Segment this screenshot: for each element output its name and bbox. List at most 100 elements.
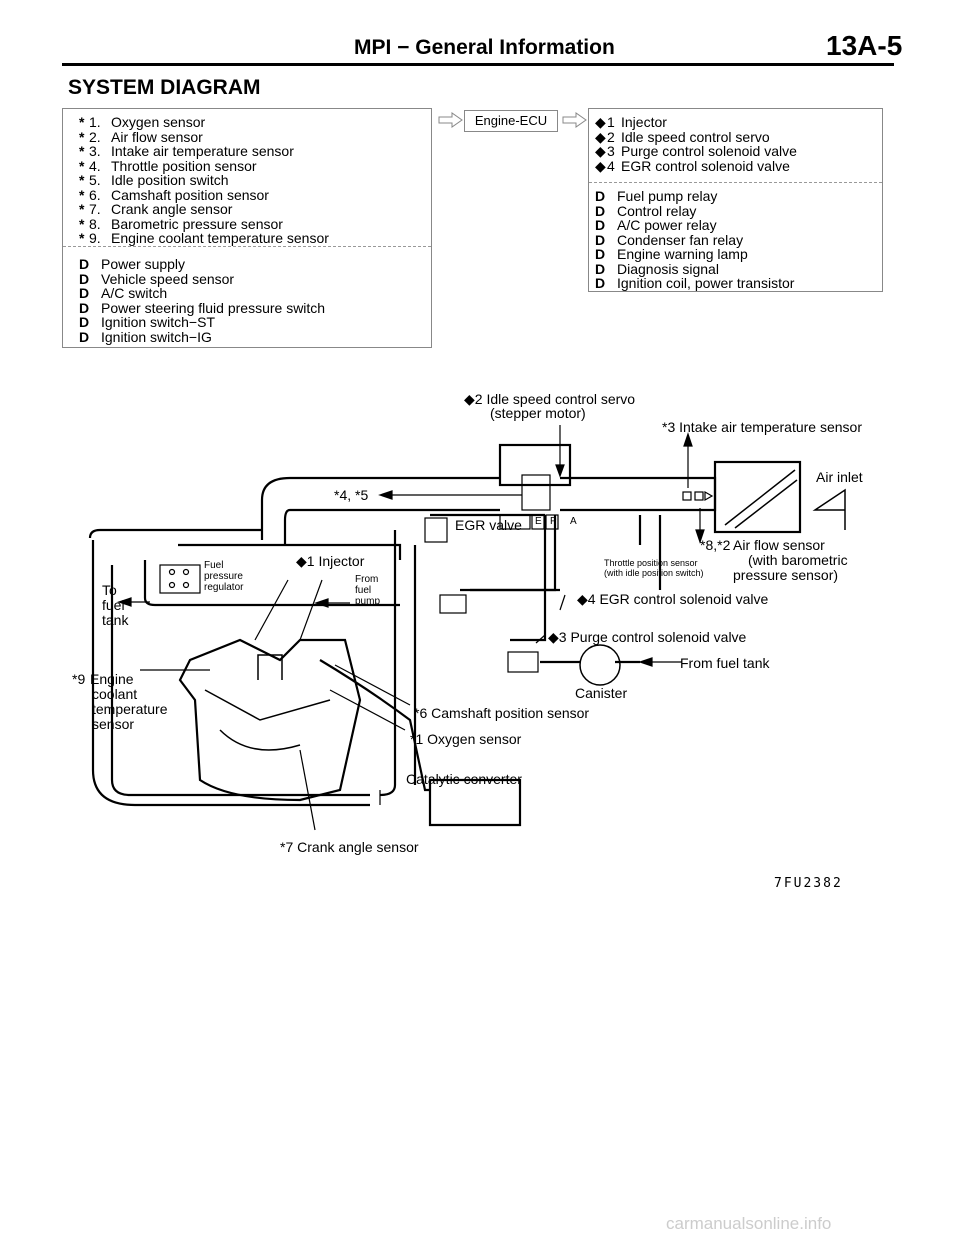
watermark: carmanualsonline.info xyxy=(666,1214,832,1233)
star-marker: * xyxy=(79,215,85,232)
outputs-divider xyxy=(589,182,882,183)
crank-label: *7 Crank angle sensor xyxy=(280,839,419,855)
star-marker: * xyxy=(79,230,85,246)
item-number: 6. xyxy=(89,186,101,203)
item-label: Idle position switch xyxy=(111,172,229,188)
item-label: A/C switch xyxy=(101,285,168,301)
epa-e: E xyxy=(535,516,542,527)
engine-block xyxy=(178,638,362,802)
item-label: Throttle position sensor xyxy=(111,157,257,174)
item-label: Intake air temperature sensor xyxy=(111,143,294,159)
list-item: *2.Air flow sensor xyxy=(79,128,329,145)
throttle-sensor-label: Throttle position sensor (with idle posi… xyxy=(604,558,704,578)
item-label: Ignition switch−ST xyxy=(101,314,215,330)
item-label: Fuel pump relay xyxy=(617,188,718,204)
item-label: Air flow sensor xyxy=(111,128,203,145)
star-marker: * xyxy=(79,172,85,188)
inputs-numbered-list: *1.Oxygen sensor*2.Air flow sensor*3.Int… xyxy=(79,115,329,246)
item-number: 1. xyxy=(89,114,101,130)
egr-solenoid-valve xyxy=(439,594,467,614)
diamond-icon: ◆ xyxy=(595,143,606,159)
list-item: D Power supply xyxy=(79,257,325,272)
list-item: D Fuel pump relay xyxy=(595,189,794,204)
item-number: 4. xyxy=(89,157,101,174)
egr-hose xyxy=(379,513,545,797)
egr-valve-label: EGR valve xyxy=(455,517,522,533)
item-label: Engine coolant temperature sensor xyxy=(111,230,329,246)
header-rule xyxy=(62,63,894,66)
isc-label-sub: (stepper motor) xyxy=(490,405,586,421)
item-label: Purge control solenoid valve xyxy=(621,143,797,159)
item-number: 3. xyxy=(89,143,101,159)
figure-code: 7FU2382 xyxy=(774,876,843,891)
catalytic-converter xyxy=(428,778,522,827)
star-marker: * xyxy=(79,128,85,145)
catalytic-label: Catalytic converter xyxy=(406,771,522,787)
item-label: Vehicle speed sensor xyxy=(101,270,235,287)
canister-label: Canister xyxy=(575,685,628,701)
item-number: 9. xyxy=(89,230,101,246)
epa-p: P xyxy=(550,516,557,527)
oxygen-label: *1 Oxygen sensor xyxy=(410,731,522,747)
inputs-divider xyxy=(63,246,431,247)
item-label: Power supply xyxy=(101,256,186,272)
item-number: 2 xyxy=(607,128,615,145)
purge-solenoid-label: ◆3 Purge control solenoid valve xyxy=(548,629,747,645)
canister xyxy=(579,644,621,686)
afs-ref-label: *8,*2 xyxy=(700,537,731,553)
to-tank-label: To fuel tank xyxy=(102,582,129,628)
item-label: Barometric pressure sensor xyxy=(111,215,283,232)
item-number: 7. xyxy=(89,201,101,217)
air-inlet-arrow xyxy=(812,488,846,530)
egr-solenoid-label: ◆4 EGR control solenoid valve xyxy=(577,591,769,607)
air-cleaner-box xyxy=(713,460,802,534)
item-number: 5. xyxy=(89,172,101,188)
afs-label: Air flow sensor (with barometric pressur… xyxy=(733,537,848,583)
diamond-icon: ◆ xyxy=(464,391,475,407)
diamond-icon: ◆ xyxy=(595,157,606,174)
list-item: *1.Oxygen sensor xyxy=(79,115,329,130)
inputs-box: *1.Oxygen sensor*2.Air flow sensor*3.Int… xyxy=(62,108,432,348)
bullet-icon: D xyxy=(79,270,90,287)
header-title: MPI − General Information xyxy=(354,36,615,59)
bullet-icon: D xyxy=(79,328,90,345)
diamond-icon: ◆ xyxy=(595,114,606,130)
list-item: *8.Barometric pressure sensor xyxy=(79,215,329,232)
item-number: 3 xyxy=(607,143,615,159)
bullet-icon: D xyxy=(595,188,606,204)
item-number: 4 xyxy=(607,157,615,174)
intake-temp-label: *3 Intake air temperature sensor xyxy=(662,419,862,435)
bullet-icon: D xyxy=(595,275,606,291)
item-label: Diagnosis signal xyxy=(617,260,719,277)
egr-valve-body xyxy=(424,517,448,543)
star-marker: * xyxy=(79,201,85,217)
engine-system-drawing xyxy=(88,425,846,831)
from-fuel-tank-label: From fuel tank xyxy=(680,655,770,671)
bullet-icon: D xyxy=(595,217,606,233)
star-marker: * xyxy=(79,157,85,174)
purge-solenoid-valve xyxy=(507,651,539,673)
epa-a: A xyxy=(570,516,577,527)
list-item: ◆3 Purge control solenoid valve xyxy=(595,144,797,159)
star-marker: * xyxy=(79,186,85,203)
item-label: Condenser fan relay xyxy=(617,231,744,248)
item-label: Ignition switch−IG xyxy=(101,328,212,345)
isc-servo xyxy=(498,443,572,487)
air-inlet-label: Air inlet xyxy=(816,469,863,485)
bullet-icon: D xyxy=(79,256,90,272)
diamond-icon: ◆ xyxy=(595,128,606,145)
list-item: *5. Idle position switch xyxy=(79,173,329,188)
bullet-icon: D xyxy=(79,299,90,316)
item-label: EGR control solenoid valve xyxy=(621,157,790,174)
